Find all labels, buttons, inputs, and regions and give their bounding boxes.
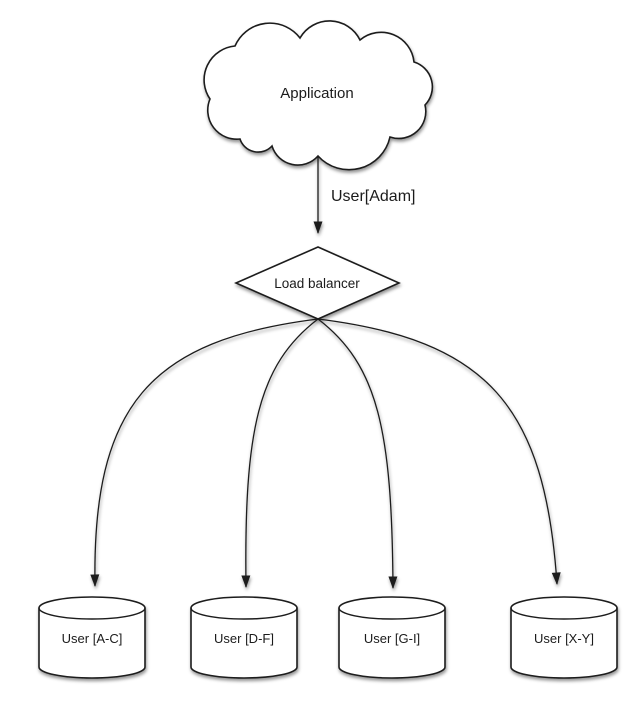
database-cylinder-3 <box>338 596 446 679</box>
db-connector-2 <box>241 318 319 588</box>
database-cylinder-4 <box>510 596 618 679</box>
database-label-2: User [D-F] <box>214 631 274 646</box>
database-label-1: User [A-C] <box>62 631 123 646</box>
database-label-3: User [G-I] <box>364 631 420 646</box>
db-connector-1 <box>90 318 319 587</box>
db-connector-3 <box>317 318 398 589</box>
application-label: Application <box>280 85 353 102</box>
request-label: User[Adam] <box>331 188 415 205</box>
db-connector-4 <box>317 318 561 585</box>
database-cylinder-1 <box>38 596 146 679</box>
database-label-4: User [X-Y] <box>534 631 594 646</box>
application-cloud-shape <box>203 20 434 171</box>
database-cylinder-2 <box>190 596 298 679</box>
load-balancer-label: Load balancer <box>274 276 360 291</box>
